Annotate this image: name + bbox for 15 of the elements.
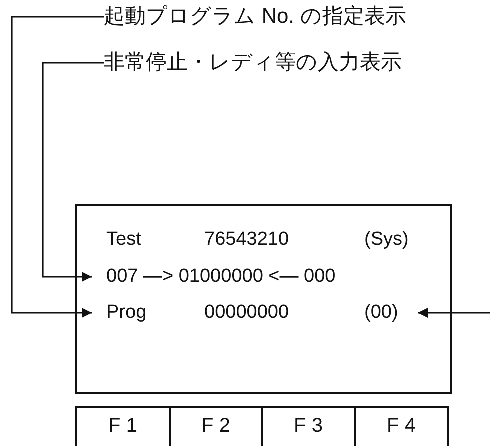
display-text: Prog <box>106 300 147 324</box>
display-text: (00) <box>364 300 398 324</box>
display-text: 76543210 <box>204 228 290 252</box>
display-text: 007 —> 01000000 <— 000 <box>106 264 336 288</box>
leader-line <box>418 308 490 318</box>
function-key: F 4 <box>354 406 449 446</box>
function-key: F 1 <box>75 406 171 446</box>
callout-text: 起動プログラム No. の指定表示 <box>104 4 406 30</box>
display-text: (Sys) <box>364 228 409 252</box>
display-screen <box>75 204 452 394</box>
leader-line <box>42 62 104 282</box>
callout-text: 非常停止・レディ等の入力表示 <box>104 50 402 76</box>
display-text: Test <box>106 228 142 252</box>
leader-line <box>11 16 104 318</box>
display-text: 00000000 <box>204 300 290 324</box>
